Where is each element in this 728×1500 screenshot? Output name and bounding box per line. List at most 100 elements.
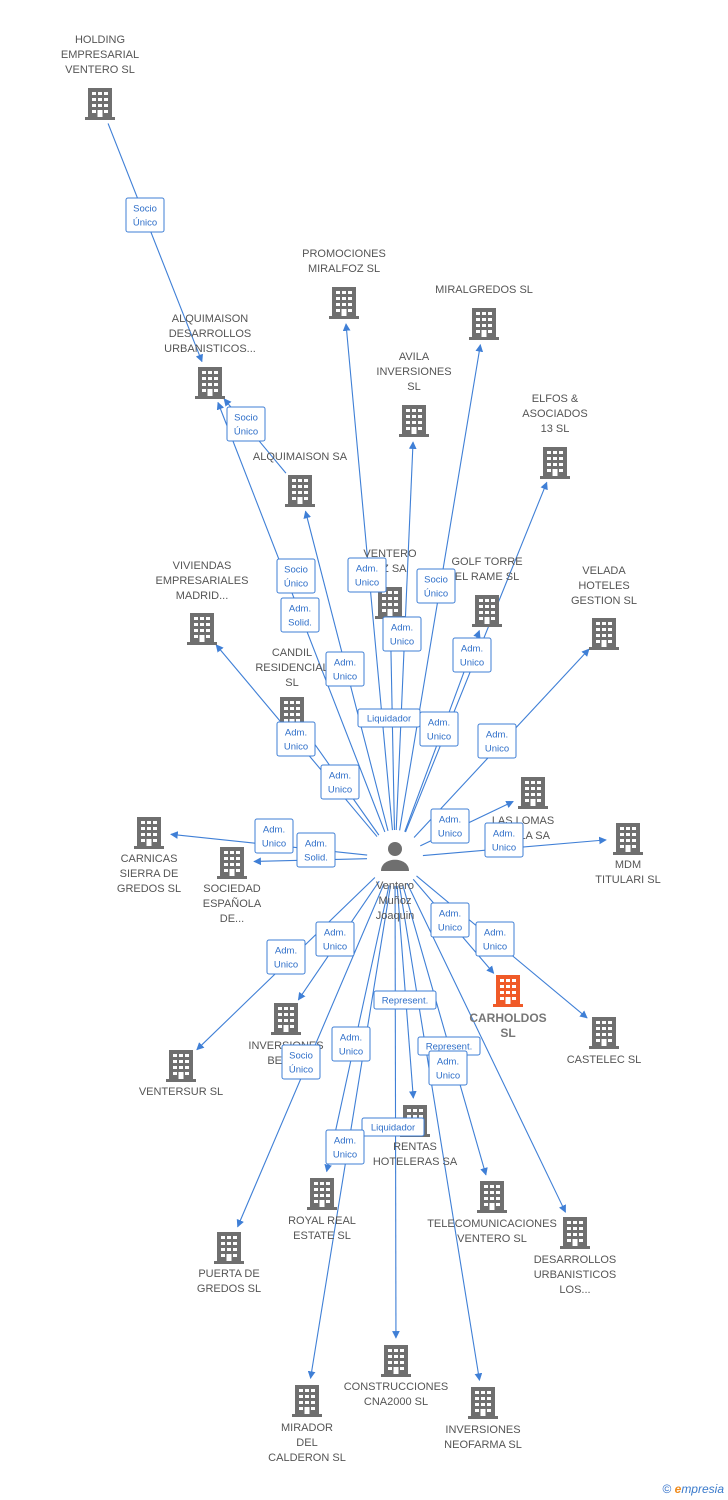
relation-badge[interactable]: Adm.Unico (430, 902, 470, 938)
badge-text: Unico (436, 1071, 460, 1082)
relation-badge[interactable]: Adm.Unico (475, 921, 515, 957)
company-label: VENTERO (363, 548, 417, 560)
building-icon (195, 367, 225, 399)
building-icon (613, 823, 643, 855)
badge-text: Unico (333, 672, 357, 683)
badge-box (281, 1044, 321, 1080)
company-node-castelec[interactable]: CASTELEC SL (567, 1017, 642, 1066)
brand-footer: © empresia (662, 1482, 724, 1496)
company-label: INVERSIONES (376, 366, 451, 378)
company-node-ventersur[interactable]: VENTERSUR SL (139, 1050, 223, 1098)
company-label: CANDIL (272, 647, 312, 659)
relation-badge[interactable]: Adm.Solid. (296, 832, 336, 868)
relation-badge[interactable]: Adm.Unico (325, 1129, 365, 1165)
relation-badge[interactable]: Adm.Unico (477, 723, 517, 759)
badge-box (296, 832, 336, 868)
relation-badge[interactable]: Adm.Unico (325, 651, 365, 687)
company-label: CARNICAS (121, 853, 178, 865)
building-icon (271, 1003, 301, 1035)
company-node-alquimaison_des[interactable]: ALQUIMAISONDESARROLLOSURBANISTICOS... (164, 313, 256, 399)
badge-text: Adm. (305, 839, 327, 850)
company-label: ESPAÑOLA (203, 897, 262, 910)
company-label: EMPRESARIALES (156, 575, 249, 587)
relation-badge[interactable]: Liquidador (357, 708, 421, 728)
relation-badge[interactable]: Liquidador (361, 1117, 425, 1137)
company-label: PUERTA DE (198, 1268, 259, 1280)
badge-box (266, 939, 306, 975)
relation-badge[interactable]: Adm.Unico (419, 711, 459, 747)
badges-layer: SocioÚnicoSocioÚnicoSocioÚnicoAdm.UnicoA… (125, 197, 524, 1165)
company-node-desarrollos_los[interactable]: DESARROLLOSURBANISTICOSLOS... (534, 1217, 617, 1296)
company-label: ELFOS & (532, 393, 579, 405)
badge-text: Único (234, 427, 258, 438)
company-label: CNA2000 SL (364, 1396, 428, 1408)
company-node-viviendas[interactable]: VIVIENDASEMPRESARIALESMADRID... (156, 560, 249, 645)
company-label: TITULARI SL (595, 874, 660, 886)
relation-badge[interactable]: Adm.Unico (382, 616, 422, 652)
relation-badge[interactable]: Adm.Unico (320, 764, 360, 800)
company-label: ASOCIADOS (522, 408, 587, 420)
badge-text: Adm. (329, 771, 351, 782)
person-body (381, 859, 409, 871)
relation-badge[interactable]: Adm.Unico (315, 921, 355, 957)
company-label: GESTION SL (571, 595, 637, 607)
building-icon (187, 613, 217, 645)
company-label: ALQUIMAISON SA (253, 451, 348, 463)
badge-text: Adm. (493, 829, 515, 840)
company-node-miralgredos[interactable]: MIRALGREDOS SL (435, 284, 533, 340)
badge-box (125, 197, 165, 233)
relation-badge[interactable]: Represent. (373, 990, 437, 1010)
relation-badge[interactable]: Adm.Unico (452, 637, 492, 673)
relation-badge[interactable]: Adm.Unico (430, 808, 470, 844)
building-icon (493, 975, 523, 1007)
relation-badge[interactable]: Adm.Solid. (280, 597, 320, 633)
badge-box (484, 822, 524, 858)
relation-badge[interactable]: Adm.Unico (484, 822, 524, 858)
relation-badge[interactable]: Adm.Unico (428, 1050, 468, 1086)
relation-badge[interactable]: Adm.Unico (266, 939, 306, 975)
company-node-alquimaison_sa[interactable]: ALQUIMAISON SA (253, 451, 348, 507)
badge-box (477, 723, 517, 759)
building-icon (285, 475, 315, 507)
relation-badge[interactable]: Adm.Unico (331, 1026, 371, 1062)
badge-text: Adm. (275, 946, 297, 957)
badge-text: Único (133, 218, 157, 229)
badge-text: Unico (390, 637, 414, 648)
edge-p-construcciones (392, 885, 400, 1339)
company-node-sociedad[interactable]: SOCIEDADESPAÑOLADE... (203, 847, 262, 925)
badge-text: Adm. (285, 728, 307, 739)
company-label: VENTERO SL (457, 1233, 527, 1245)
relation-badge[interactable]: Adm.Unico (276, 721, 316, 757)
copyright-icon: © (662, 1482, 672, 1496)
relation-badge[interactable]: Adm.Unico (254, 818, 294, 854)
relation-badge[interactable]: Adm.Unico (347, 557, 387, 593)
company-label: CARHOLDOS (469, 1011, 546, 1025)
badge-text: Represent. (426, 1042, 472, 1053)
badge-text: Adm. (439, 815, 461, 826)
badge-text: Socio (289, 1051, 313, 1062)
